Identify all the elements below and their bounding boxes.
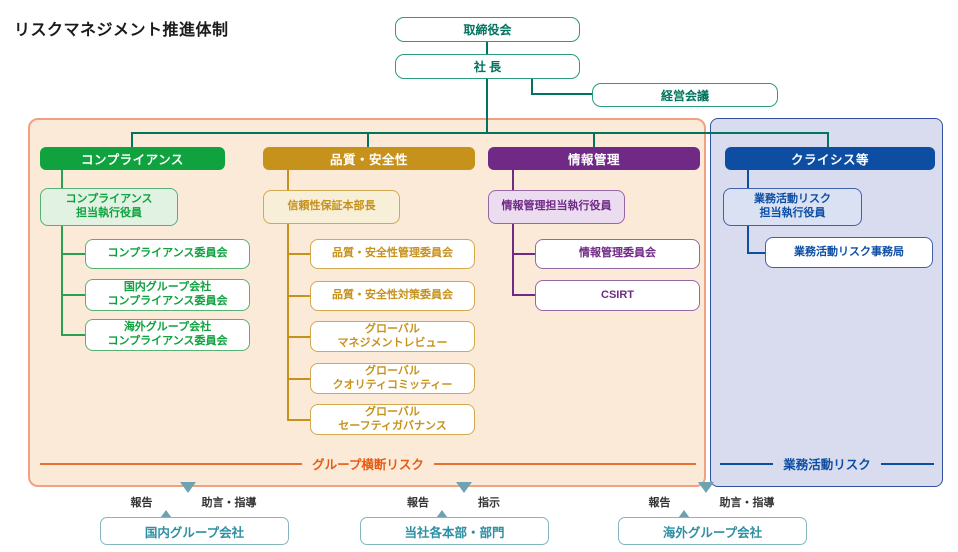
- page-title: リスクマネジメント推進体制: [14, 22, 229, 39]
- quality-safety-countermeasure-committee-box: 品質・安全性対策委員会: [310, 281, 475, 311]
- connector: [593, 132, 595, 147]
- global-quality-committee-box: グローバル クオリティコミッティー: [310, 363, 475, 394]
- connector: [747, 170, 749, 188]
- connector: [512, 253, 535, 255]
- connector: [287, 253, 310, 255]
- csirt-box: CSIRT: [535, 280, 700, 311]
- operational-risk-office-box: 業務活動リスク事務局: [765, 237, 933, 268]
- domestic-group-company-box: 国内グループ会社: [100, 517, 289, 545]
- connector: [367, 132, 369, 147]
- connector: [486, 42, 488, 55]
- header-crisis: クライシス等: [725, 147, 935, 170]
- company-divisions-box: 当社各本部・部門: [360, 517, 549, 545]
- connector: [512, 224, 514, 296]
- flow-arrows: 報告 指示: [360, 482, 547, 521]
- connector: [61, 334, 85, 336]
- up-arrow-icon: [434, 493, 451, 521]
- overseas-group-company-box: 海外グループ会社: [618, 517, 807, 545]
- down-arrow-icon: [697, 482, 715, 511]
- operational-risk-officer-box: 業務活動リスク 担当執行役員: [723, 188, 862, 226]
- connector: [61, 294, 85, 296]
- overseas-compliance-committee-box: 海外グループ会社 コンプライアンス委員会: [85, 319, 250, 351]
- connector: [61, 226, 63, 336]
- management-meeting-box: 経営会議: [592, 83, 778, 107]
- reliability-assurance-head-box: 信頼性保証本部長: [263, 190, 400, 224]
- connector: [747, 252, 765, 254]
- connector: [287, 378, 310, 380]
- connector: [512, 170, 514, 190]
- connector: [61, 170, 63, 189]
- connector: [61, 253, 85, 255]
- down-arrow-icon: [456, 482, 473, 511]
- board-of-directors-box: 取締役会: [395, 17, 580, 42]
- cross-group-risk-label: グループ横断リスク: [40, 454, 697, 473]
- flow-overseas-group: 報告 助言・指導: [618, 482, 805, 521]
- operational-risk-label: 業務活動リスク: [720, 454, 935, 473]
- up-arrow-icon: [675, 493, 693, 521]
- connector: [131, 132, 829, 134]
- up-arrow-icon: [157, 493, 175, 521]
- rule-line: [433, 462, 697, 465]
- flow-arrows: 報告 助言・指導: [100, 482, 287, 521]
- connector: [287, 170, 289, 190]
- down-arrow-icon: [179, 482, 197, 511]
- global-management-review-box: グローバル マネジメントレビュー: [310, 321, 475, 352]
- rule-line: [880, 462, 935, 465]
- connector: [747, 226, 749, 254]
- connector: [531, 79, 533, 95]
- header-information-management: 情報管理: [488, 147, 700, 170]
- connector: [512, 294, 535, 296]
- connector: [287, 336, 310, 338]
- operational-risk-panel: [710, 118, 943, 487]
- connector: [287, 224, 289, 420]
- connector: [827, 132, 829, 147]
- connector: [287, 295, 310, 297]
- connector: [287, 419, 310, 421]
- flow-internal-divisions: 報告 指示: [360, 482, 547, 521]
- flow-domestic-group: 報告 助言・指導: [100, 482, 287, 521]
- rule-line: [40, 462, 303, 465]
- connector: [531, 93, 592, 95]
- quality-safety-mgmt-committee-box: 品質・安全性管理委員会: [310, 239, 475, 269]
- global-safety-governance-box: グローバル セーフティガバナンス: [310, 404, 475, 435]
- rule-line: [720, 462, 774, 465]
- flow-arrows: 報告 助言・指導: [618, 482, 805, 521]
- compliance-committee-box: コンプライアンス委員会: [85, 239, 250, 269]
- compliance-officer-box: コンプライアンス 担当執行役員: [40, 188, 178, 226]
- information-officer-box: 情報管理担当執行役員: [488, 190, 625, 224]
- header-compliance: コンプライアンス: [40, 147, 225, 170]
- president-box: 社 長: [395, 54, 580, 79]
- connector: [131, 132, 133, 147]
- header-quality-safety: 品質・安全性: [263, 147, 475, 170]
- domestic-compliance-committee-box: 国内グループ会社 コンプライアンス委員会: [85, 279, 250, 311]
- information-mgmt-committee-box: 情報管理委員会: [535, 239, 700, 269]
- connector: [486, 79, 488, 133]
